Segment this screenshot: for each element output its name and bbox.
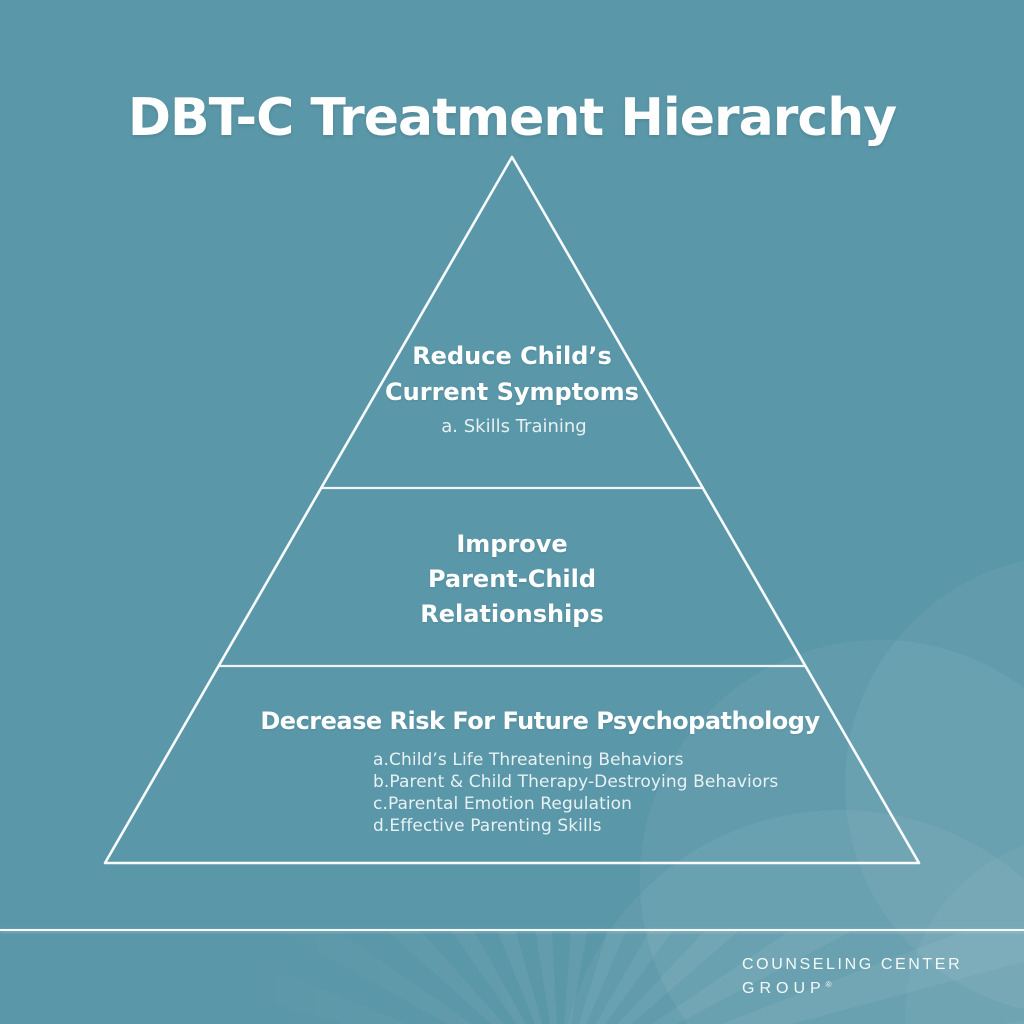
list-item: a.Child’s Life Threatening Behaviors bbox=[373, 750, 684, 770]
level-top-heading: Reduce Child’s Current Symptoms bbox=[0, 338, 1024, 410]
level-middle-heading: Improve Parent-Child Relationships bbox=[0, 527, 1024, 632]
list-item: c.Parental Emotion Regulation bbox=[373, 794, 633, 814]
level-top-item: a. Skills Training bbox=[441, 416, 587, 437]
level-middle-heading-line: Relationships bbox=[420, 600, 604, 628]
list-item: b.Parent & Child Therapy-Destroying Beha… bbox=[373, 772, 779, 792]
registered-trademark-symbol: ® bbox=[825, 980, 832, 989]
page-title: DBT-C Treatment Hierarchy bbox=[127, 88, 897, 148]
level-middle-heading-line: Improve bbox=[456, 530, 568, 558]
footer-divider-line bbox=[0, 929, 1024, 931]
level-bottom-list: a.Child’s Life Threatening Behaviors b.P… bbox=[373, 749, 778, 837]
footer-ray-pattern bbox=[0, 931, 1024, 1024]
brand-logo: COUNSELING CENTER GROUP® bbox=[742, 955, 962, 999]
pyramid-outline bbox=[103, 155, 921, 865]
level-top-heading-line: Current Symptoms bbox=[385, 378, 639, 406]
brand-name-group: GROUP bbox=[742, 980, 826, 997]
footer: COUNSELING CENTER GROUP® bbox=[0, 931, 1024, 1024]
level-middle-heading-line: Parent-Child bbox=[427, 565, 597, 593]
level-bottom-heading: Decrease Risk For Future Psychopathology bbox=[260, 707, 820, 735]
list-item: d.Effective Parenting Skills bbox=[373, 816, 602, 836]
brand-name-line2: GROUP® bbox=[742, 975, 962, 999]
level-top-heading-line: Reduce Child’s bbox=[412, 342, 612, 370]
brand-name-line1: COUNSELING CENTER bbox=[742, 956, 963, 973]
